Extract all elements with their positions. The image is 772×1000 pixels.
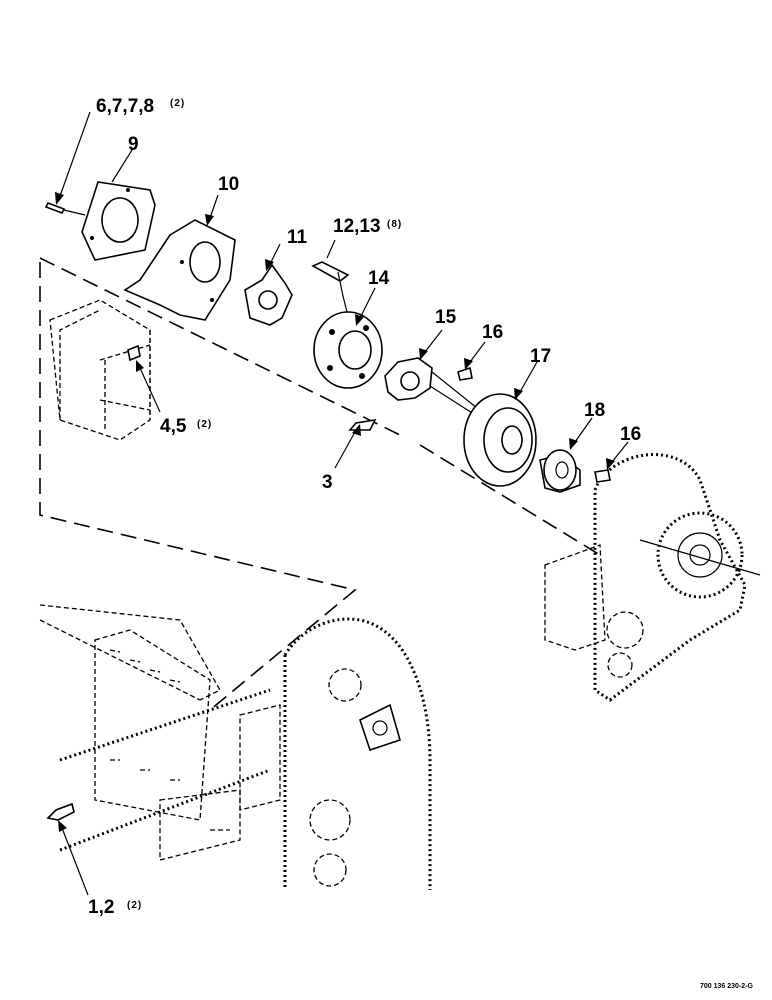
part-16-key-upper [457,366,473,381]
part-6-7-8-bolt [44,201,86,216]
callout-16-upper: 16 [482,322,503,343]
callout-10: 10 [218,174,239,195]
part-18-hub [539,449,581,493]
right-gearbox-housing [544,453,761,702]
assembly-centerline [39,257,601,711]
left-housing [49,299,151,441]
callout-1-2-qty: (2) [127,900,142,911]
part-10-bracket [123,219,236,321]
drawing-code: 700 136 230-2-G [700,983,753,990]
callout-12-13-qty: (8) [387,219,402,230]
part-17-pulley [463,393,537,487]
lower-chain-case [239,617,432,890]
callout-11: 11 [287,227,308,248]
callout-1-2: 1,2 [88,897,114,918]
part-1-2-bolt [46,802,75,821]
part-14-coupling [313,311,383,389]
callout-14: 14 [368,268,390,289]
callout-9: 9 [128,134,139,155]
callout-15: 15 [435,307,457,328]
part-9-mounting-plate [81,181,156,261]
part-12-13-bolts [311,261,350,282]
part-4-5-bolt [127,344,141,362]
callout-3: 3 [322,472,333,493]
callout-17: 17 [530,346,551,367]
callout-18: 18 [584,400,605,421]
part-16-key-lower [594,469,611,483]
part-3-cap-screw [348,418,377,431]
part-11-hub-flange [244,263,293,326]
callout-4-5: 4,5 [160,416,187,437]
callout-4-5-qty: (2) [197,419,212,430]
callout-6-7-7-8-qty: (2) [170,98,185,109]
leader-lines [55,111,629,896]
callout-6-7-7-8: 6,7,7,8 [96,96,154,117]
callout-labels: 6,7,7,8 (2) 9 10 11 12,13 (8) 14 15 16 1… [88,96,641,918]
callout-12-13: 12,13 [333,216,381,237]
lower-frame [39,604,271,861]
callout-16-lower: 16 [620,424,641,445]
